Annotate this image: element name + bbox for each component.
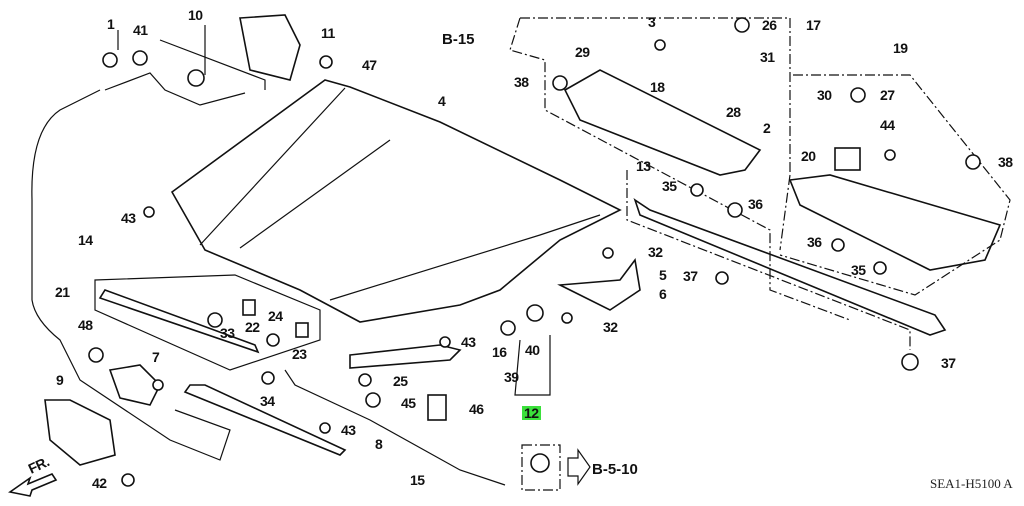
part-label-36b: 36 — [807, 234, 822, 250]
part-label-43: 43 — [121, 210, 136, 226]
front-arrow — [8, 473, 58, 497]
part-label-38b: 38 — [998, 154, 1013, 170]
part-label-3: 3 — [648, 14, 656, 30]
part-label-29: 29 — [575, 44, 590, 60]
front-garnish — [98, 289, 260, 354]
diagram-code: SEA1-H5100 A — [930, 476, 1013, 491]
seal-strip — [633, 198, 947, 336]
part-label-14: 14 — [78, 232, 93, 248]
part-label-23: 23 — [292, 346, 307, 362]
part-label-42: 42 — [92, 475, 107, 491]
part-label-2: 2 — [763, 120, 771, 136]
cowl-right — [788, 174, 1002, 271]
part-label-9: 9 — [56, 372, 64, 388]
fasteners — [88, 17, 981, 487]
part-label-31: 31 — [760, 49, 775, 65]
part-label-24: 24 — [268, 308, 283, 324]
cowl-top — [563, 69, 762, 176]
part-label-17: 17 — [806, 17, 821, 33]
part-label-37: 37 — [683, 268, 698, 284]
part-label-21: 21 — [55, 284, 70, 300]
part-label-34: 34 — [260, 393, 275, 409]
part-label-38: 38 — [514, 74, 529, 90]
part-label-27: 27 — [880, 87, 895, 103]
reference-b15[interactable]: B-15 — [442, 31, 475, 48]
part-label-19: 19 — [893, 40, 908, 56]
part-label-44: 44 — [880, 117, 895, 133]
part-label-40: 40 — [525, 342, 540, 358]
reference-arrow — [567, 448, 591, 486]
part-label-20: 20 — [801, 148, 816, 164]
hinge-bracket — [239, 14, 301, 81]
part-label-1: 1 — [107, 16, 115, 32]
part-label-13: 13 — [636, 158, 651, 174]
part-label-32: 32 — [648, 244, 663, 260]
part-label-46: 46 — [469, 401, 484, 417]
release-cable — [31, 89, 231, 461]
stay-rod — [284, 369, 506, 486]
part-label-35b: 35 — [851, 262, 866, 278]
hood-panel — [170, 79, 622, 323]
part-label-11: 11 — [321, 25, 335, 41]
latch — [108, 364, 161, 406]
part-label-43c: 43 — [341, 422, 356, 438]
part-label-33: 33 — [220, 325, 235, 341]
part-label-18: 18 — [650, 79, 665, 95]
part-label-41: 41 — [133, 22, 148, 38]
hinge-left — [349, 344, 462, 369]
part-label-25: 25 — [393, 373, 408, 389]
part-label-43b: 43 — [461, 334, 476, 350]
reference-box — [521, 444, 561, 491]
part-label-32b: 32 — [603, 319, 618, 335]
part-label-48: 48 — [78, 317, 93, 333]
part-label-47: 47 — [362, 57, 377, 73]
part-label-5: 5 — [659, 267, 667, 283]
part-label-10: 10 — [188, 7, 203, 23]
part-label-7: 7 — [152, 349, 160, 365]
part-label-35: 35 — [662, 178, 677, 194]
part-label-4: 4 — [438, 93, 446, 109]
part-label-30: 30 — [817, 87, 832, 103]
latch-cover — [44, 399, 116, 466]
side-seal — [183, 384, 347, 456]
part-label-22: 22 — [245, 319, 260, 335]
part-label-6: 6 — [659, 286, 667, 302]
reference-b5-10[interactable]: B-5-10 — [592, 461, 638, 478]
part-label-36: 36 — [748, 196, 763, 212]
part-label-28: 28 — [726, 104, 741, 120]
part-label-39: 39 — [504, 369, 519, 385]
part-label-15: 15 — [410, 472, 425, 488]
part-label-45: 45 — [401, 395, 416, 411]
part-label-8: 8 — [375, 436, 383, 452]
part-label-26: 26 — [762, 17, 777, 33]
hinge-right — [557, 258, 641, 311]
part-label-37b: 37 — [941, 355, 956, 371]
part-label-16: 16 — [492, 344, 507, 360]
part-label-12-highlighted[interactable]: 12 — [522, 405, 541, 421]
